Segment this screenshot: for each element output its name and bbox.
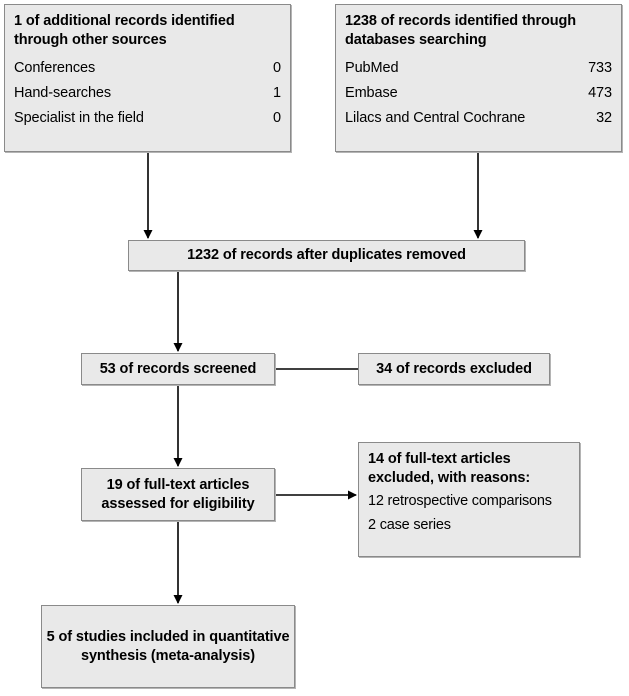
row-value: 0 bbox=[273, 110, 281, 126]
box-records-screened: 53 of records screened bbox=[81, 353, 275, 385]
databases-row: Lilacs and Central Cochrane 32 bbox=[345, 106, 612, 131]
row-label: Hand-searches bbox=[14, 85, 112, 101]
box-fulltext-excluded: 14 of full-text articles excluded, with … bbox=[358, 442, 580, 557]
databases-row: Embase 473 bbox=[345, 81, 612, 106]
fulltext-assessed-header: 19 of full-text articles assessed for el… bbox=[101, 476, 255, 512]
box-records-excluded: 34 of records excluded bbox=[358, 353, 550, 385]
row-label: Lilacs and Central Cochrane bbox=[345, 110, 526, 126]
other-sources-row: Conferences 0 bbox=[14, 56, 281, 81]
box-other-sources: 1 of additional records identified throu… bbox=[4, 4, 291, 152]
reason-item: 12 retrospective comparisons bbox=[368, 493, 552, 509]
studies-included-header: 5 of studies included in quantitative sy… bbox=[46, 628, 290, 664]
databases-rows: PubMed 733 Embase 473 Lilacs and Central… bbox=[345, 56, 612, 131]
other-sources-row: Hand-searches 1 bbox=[14, 81, 281, 106]
row-value: 473 bbox=[588, 85, 612, 101]
other-sources-rows: Conferences 0 Hand-searches 1 Specialist… bbox=[14, 56, 281, 131]
row-value: 1 bbox=[273, 85, 281, 101]
fulltext-excluded-header: 14 of full-text articles excluded, with … bbox=[368, 451, 531, 486]
box-studies-included: 5 of studies included in quantitative sy… bbox=[41, 605, 295, 688]
duplicates-removed-header: 1232 of records after duplicates removed bbox=[187, 247, 466, 263]
row-value: 32 bbox=[596, 110, 612, 126]
box-duplicates-removed: 1232 of records after duplicates removed bbox=[128, 240, 525, 271]
other-sources-row: Specialist in the field 0 bbox=[14, 106, 281, 131]
row-label: Specialist in the field bbox=[14, 110, 144, 126]
records-screened-header: 53 of records screened bbox=[99, 360, 257, 377]
box-fulltext-assessed: 19 of full-text articles assessed for el… bbox=[81, 468, 275, 521]
databases-header: 1238 of records identified through datab… bbox=[345, 13, 577, 48]
other-sources-header: 1 of additional records identified throu… bbox=[14, 13, 235, 48]
fulltext-excluded-reasons: 12 retrospective comparisons 2 case seri… bbox=[368, 490, 570, 538]
reason-item: 2 case series bbox=[368, 517, 451, 533]
row-value: 0 bbox=[273, 60, 281, 76]
row-label: Conferences bbox=[14, 60, 96, 76]
row-label: Embase bbox=[345, 85, 398, 101]
databases-row: PubMed 733 bbox=[345, 56, 612, 81]
row-value: 733 bbox=[588, 60, 612, 76]
records-excluded-header: 34 of records excluded bbox=[376, 360, 532, 377]
row-label: PubMed bbox=[345, 60, 399, 76]
box-databases-searching: 1238 of records identified through datab… bbox=[335, 4, 622, 152]
